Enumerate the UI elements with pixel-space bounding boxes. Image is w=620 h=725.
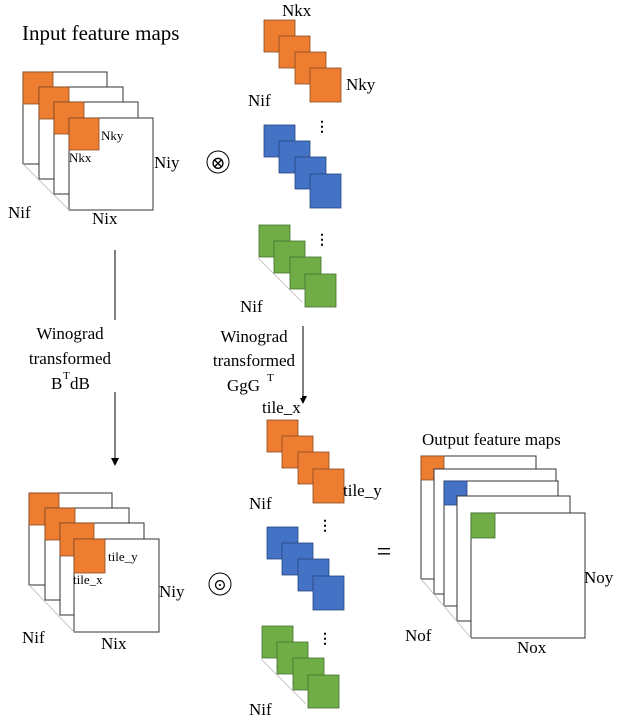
kernel-stack-blue bbox=[263, 124, 342, 209]
output-depth-edge bbox=[420, 578, 472, 639]
left-transform-line1: Winograd bbox=[36, 324, 104, 343]
left-transform-formula-rest: dB bbox=[70, 374, 90, 393]
input-label-nix: Nix bbox=[92, 209, 118, 228]
equals-sign: = bbox=[377, 537, 392, 566]
right-transform-label-bg bbox=[207, 326, 302, 398]
output-maps-title: Output feature maps bbox=[422, 430, 561, 449]
tinput-label-niy: Niy bbox=[159, 582, 185, 601]
left-transform-formula-main: B bbox=[51, 374, 62, 393]
tkernel-label-tile-y: tile_y bbox=[343, 481, 382, 500]
kernel-stack-orange bbox=[263, 19, 342, 103]
input-label-nkx: Nkx bbox=[69, 150, 92, 165]
tinput-label-nix: Nix bbox=[101, 634, 127, 653]
tkernel-label-nif-top: Nif bbox=[249, 494, 272, 513]
kernel-stack-green bbox=[257, 224, 337, 308]
output-feature-maps-stack bbox=[420, 455, 586, 639]
left-transform-line2: transformed bbox=[29, 349, 112, 368]
output-pixel-green bbox=[470, 512, 496, 539]
tkernel-stack-blue bbox=[266, 526, 345, 611]
tkernel-ellipsis-2: ⋮ bbox=[318, 632, 332, 647]
kernel-ellipsis-1: ⋮ bbox=[315, 120, 329, 135]
tkernel-ellipsis-1: ⋮ bbox=[318, 519, 332, 534]
tkernel-green-depth-edge bbox=[260, 658, 307, 705]
output-label-nof: Nof bbox=[405, 626, 432, 645]
input-label-niy: Niy bbox=[154, 153, 180, 172]
input-depth-edge bbox=[22, 163, 70, 211]
tkernel-blue-4 bbox=[312, 575, 345, 611]
kernel-label-nky: Nky bbox=[346, 75, 376, 94]
convolution-operator-circle bbox=[206, 150, 230, 174]
left-transform-formula-sup: T bbox=[63, 370, 70, 382]
tkernel-green-4 bbox=[307, 674, 340, 709]
tinput-label-tile-x: tile_x bbox=[73, 572, 103, 587]
right-transform-formula-main: GgG bbox=[227, 376, 260, 395]
input-feature-maps-stack bbox=[22, 71, 154, 211]
kernel-label-nif-bottom: Nif bbox=[240, 297, 263, 316]
transformed-input-stack bbox=[28, 492, 160, 633]
input-label-nky: Nky bbox=[101, 128, 124, 143]
tkernel-orange-4 bbox=[312, 468, 345, 504]
tkernel-label-tile-x: tile_x bbox=[262, 398, 301, 417]
tinput-depth-edge bbox=[28, 584, 75, 633]
elementwise-operator-circle bbox=[208, 572, 232, 596]
kernel-blue-4 bbox=[309, 173, 342, 209]
tkernel-label-nif-bottom: Nif bbox=[249, 700, 272, 719]
tinput-label-tile-y: tile_y bbox=[108, 549, 138, 564]
kernel-label-nkx: Nkx bbox=[282, 1, 312, 20]
kernel-ellipsis-2: ⋮ bbox=[315, 233, 329, 248]
output-label-nox: Nox bbox=[517, 638, 547, 657]
right-transform-line2: transformed bbox=[213, 351, 296, 370]
kernel-label-nif-top: Nif bbox=[248, 91, 271, 110]
input-kernel-patch-4 bbox=[68, 117, 100, 151]
input-maps-title: Input feature maps bbox=[22, 21, 179, 45]
kernel-orange-4 bbox=[309, 67, 342, 103]
kernel-green-4 bbox=[304, 273, 337, 308]
tkernel-stack-orange bbox=[266, 419, 345, 504]
right-transform-line1: Winograd bbox=[220, 327, 288, 346]
tinput-label-nif: Nif bbox=[22, 628, 45, 647]
tinput-tile-patch-4 bbox=[73, 538, 106, 574]
output-label-noy: Noy bbox=[584, 568, 614, 587]
kernel-green-depth-edge bbox=[257, 257, 303, 303]
elementwise-operator-symbol: ⊙ bbox=[213, 577, 226, 594]
tkernel-stack-green bbox=[260, 625, 340, 709]
right-transform-formula-sup: T bbox=[267, 372, 274, 384]
left-transform-label-bg bbox=[28, 320, 124, 392]
convolution-operator-symbol: ⊗ bbox=[210, 153, 225, 173]
input-label-nif: Nif bbox=[8, 203, 31, 222]
